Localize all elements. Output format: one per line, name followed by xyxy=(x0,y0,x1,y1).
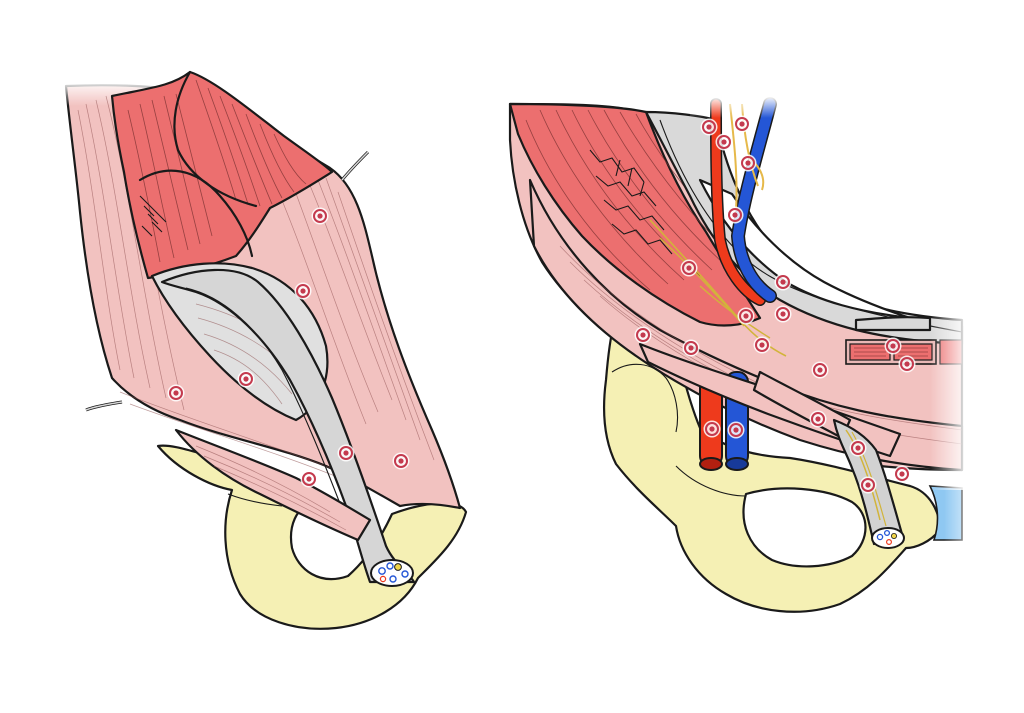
hotspot-marker-icon[interactable] xyxy=(727,421,745,439)
hotspot-marker-icon[interactable] xyxy=(715,133,733,151)
hotspot-marker-icon[interactable] xyxy=(737,307,755,325)
hotspot-marker-icon[interactable] xyxy=(859,476,877,494)
right-cord-vessels-icon xyxy=(876,529,898,545)
hotspot-marker-icon[interactable] xyxy=(682,339,700,357)
right-obturator-foramen xyxy=(742,487,867,568)
hotspot-marker-icon[interactable] xyxy=(893,465,911,483)
hotspot-marker-icon[interactable] xyxy=(237,370,255,388)
hotspot-marker-icon[interactable] xyxy=(700,118,718,136)
hotspot-marker-icon[interactable] xyxy=(703,420,721,438)
left-cord-cross-section xyxy=(370,559,414,587)
hotspot-marker-icon[interactable] xyxy=(294,282,312,300)
right-femoral-vessels xyxy=(699,371,749,471)
right-cord-cross-section xyxy=(871,527,905,549)
hotspot-marker-icon[interactable] xyxy=(739,154,757,172)
right-muscle-mesh xyxy=(589,149,673,255)
hotspot-marker-icon[interactable] xyxy=(849,439,867,457)
left-lower-band xyxy=(174,428,372,542)
left-hotspots xyxy=(167,207,410,488)
left-panel xyxy=(60,70,468,630)
right-panel xyxy=(508,96,984,613)
hotspot-marker-icon[interactable] xyxy=(774,273,792,291)
left-probe-upper-icon xyxy=(340,150,370,181)
hotspot-marker-icon[interactable] xyxy=(392,452,410,470)
hotspot-marker-icon[interactable] xyxy=(726,206,744,224)
hotspot-marker-icon[interactable] xyxy=(337,444,355,462)
hotspot-marker-icon[interactable] xyxy=(634,326,652,344)
hotspot-marker-icon[interactable] xyxy=(311,207,329,225)
left-muscle-striations xyxy=(127,79,307,263)
hotspot-marker-icon[interactable] xyxy=(884,337,902,355)
left-fascia-fibres xyxy=(77,93,435,479)
hotspot-marker-icon[interactable] xyxy=(898,355,916,373)
hotspot-marker-icon[interactable] xyxy=(733,115,751,133)
hotspot-marker-icon[interactable] xyxy=(680,259,698,277)
hotspot-marker-icon[interactable] xyxy=(167,384,185,402)
hotspot-marker-icon[interactable] xyxy=(811,361,829,379)
left-spermatic-cord xyxy=(160,268,416,584)
hotspot-marker-icon[interactable] xyxy=(300,470,318,488)
hotspot-marker-icon[interactable] xyxy=(753,336,771,354)
left-probe-lower-icon xyxy=(85,400,123,412)
left-cord-vessels-icon xyxy=(378,562,409,583)
hotspot-marker-icon[interactable] xyxy=(774,305,792,323)
right-hotspots xyxy=(634,115,916,494)
hotspot-marker-icon[interactable] xyxy=(809,410,827,428)
